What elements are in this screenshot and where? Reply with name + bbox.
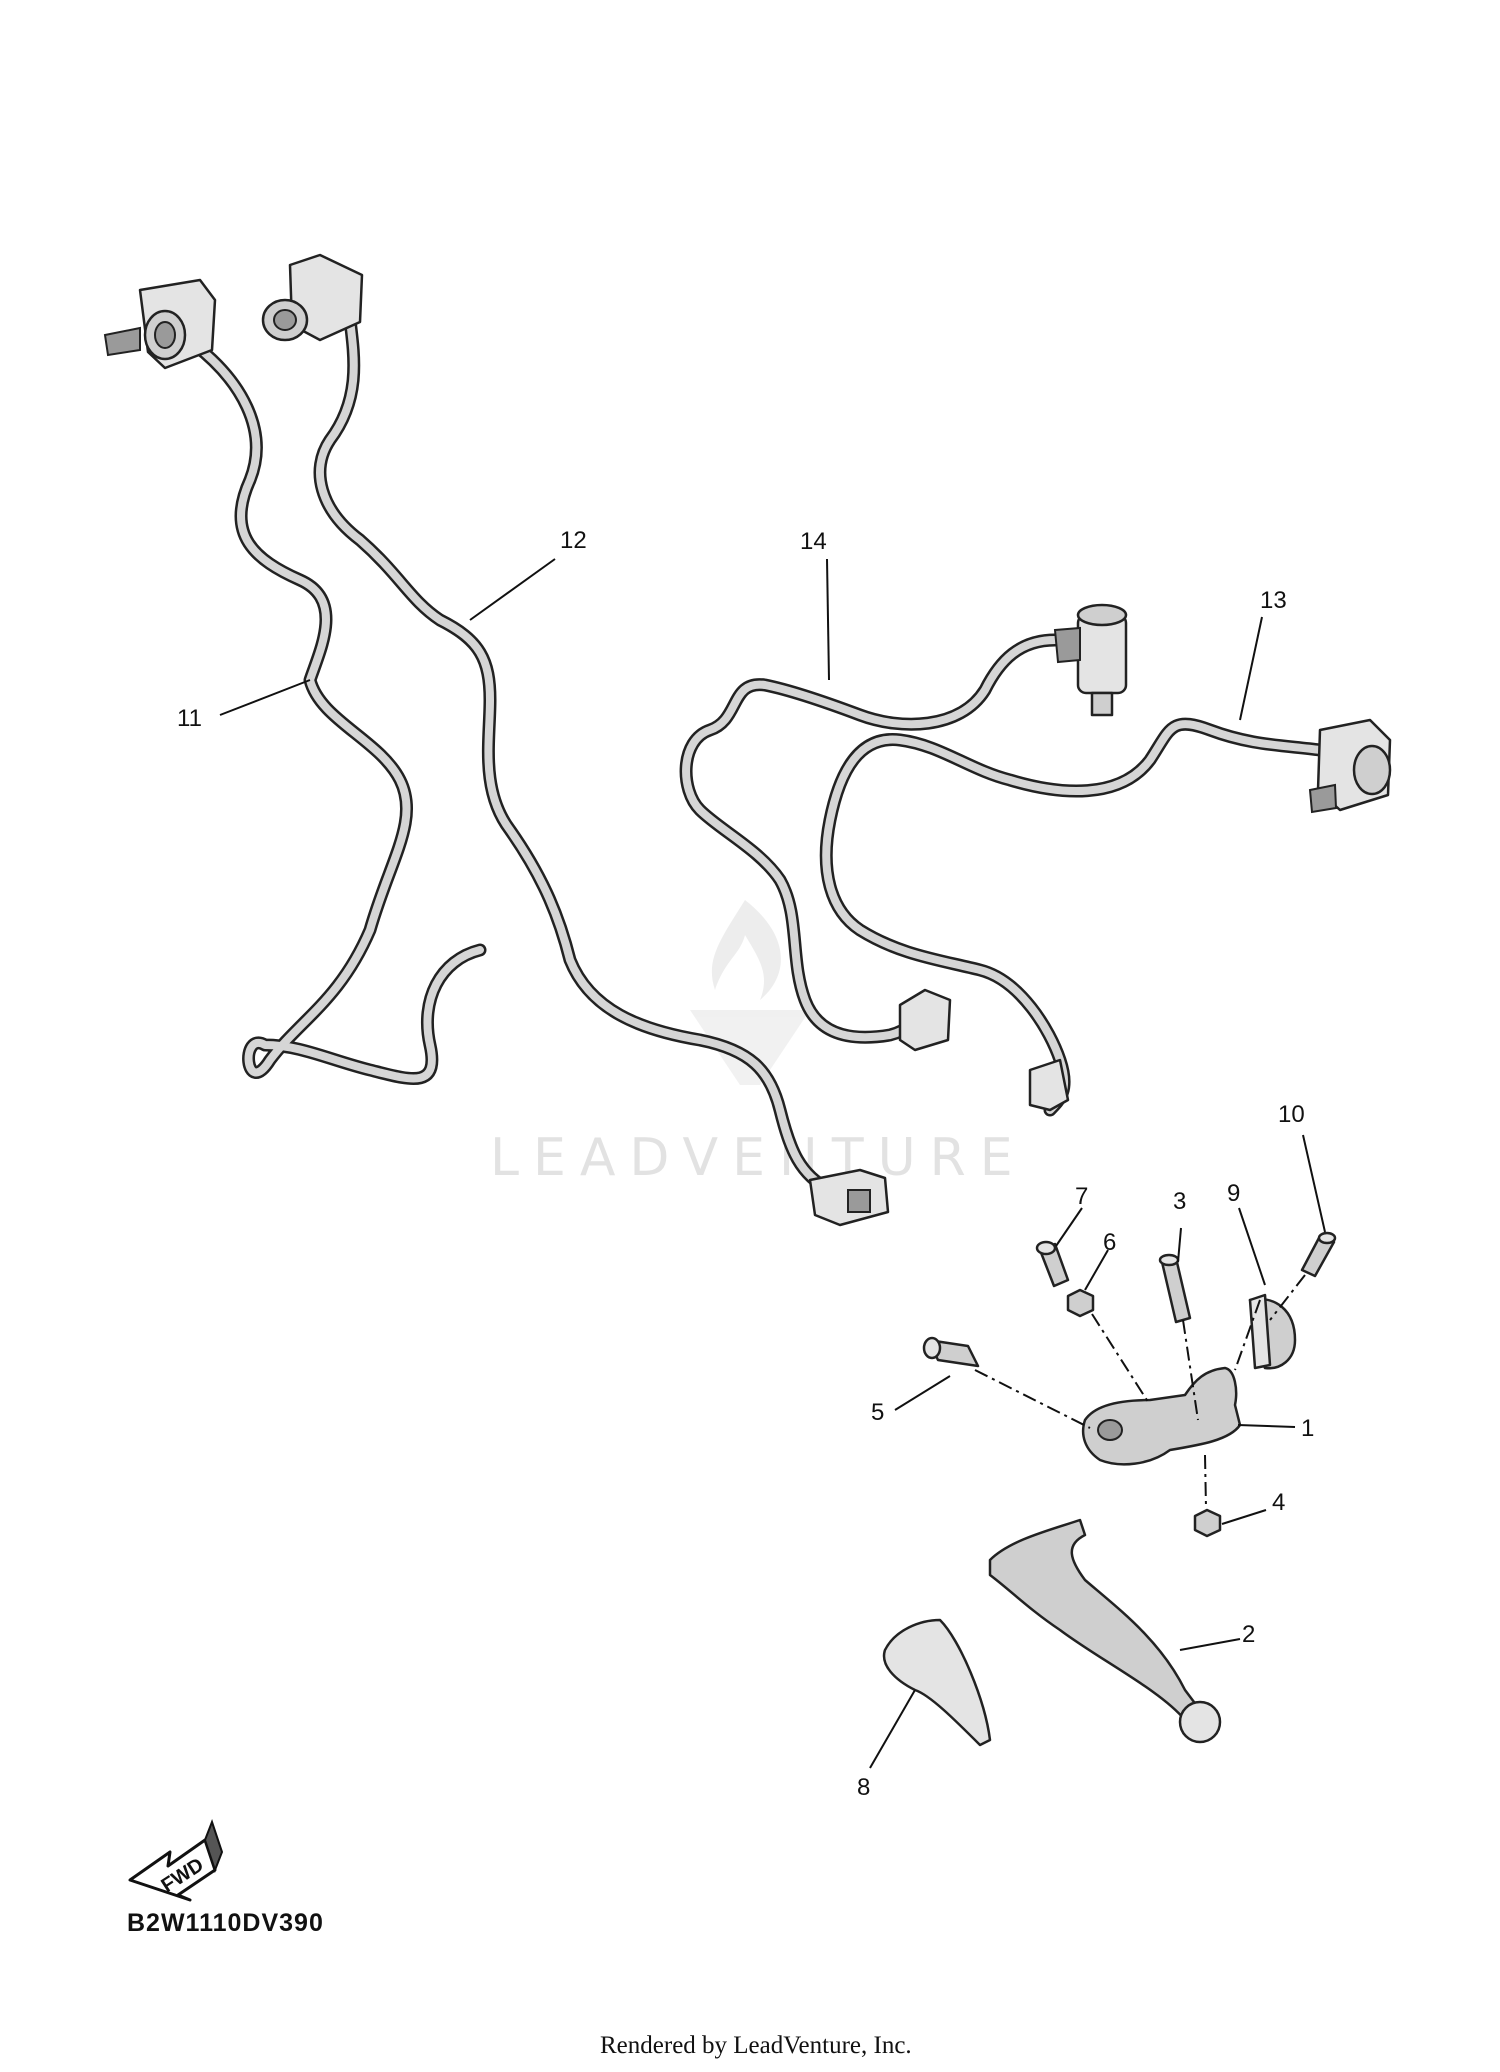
assembly-lines — [974, 1274, 1306, 1509]
diagram-code: B2W1110DV390 — [127, 1909, 324, 1937]
switch-housing-11 — [103, 278, 217, 370]
callout-7[interactable]: 7 — [1075, 1183, 1088, 1210]
bolt-10[interactable] — [1300, 1231, 1337, 1278]
wire-harness-12[interactable] — [261, 253, 890, 1227]
nut-4[interactable] — [1193, 1508, 1222, 1538]
callout-11[interactable]: 11 — [177, 705, 202, 732]
switch-housing-13 — [1308, 718, 1392, 814]
connector-12 — [808, 1168, 890, 1227]
callout-4[interactable]: 4 — [1272, 1489, 1285, 1516]
clamp-9[interactable] — [1248, 1293, 1297, 1370]
wire-harness-14[interactable] — [679, 603, 1128, 1052]
lever-2[interactable] — [988, 1518, 1222, 1744]
switch-housing-12 — [261, 253, 364, 342]
bracket-1[interactable] — [1081, 1366, 1242, 1466]
footer-credit: Rendered by LeadVenture, Inc. — [600, 2032, 912, 2059]
callout-12[interactable]: 12 — [560, 527, 587, 554]
screw-5[interactable] — [922, 1336, 980, 1368]
callout-13[interactable]: 13 — [1260, 587, 1287, 614]
leader-lines — [219, 558, 1326, 1769]
callout-3[interactable]: 3 — [1173, 1188, 1186, 1215]
watermark: LEADVENTURE — [490, 900, 1027, 1188]
callout-14[interactable]: 14 — [800, 528, 827, 555]
callout-2[interactable]: 2 — [1242, 1621, 1255, 1648]
bolt-3[interactable] — [1158, 1253, 1192, 1324]
watermark-logo-icon — [690, 900, 810, 1085]
callout-8[interactable]: 8 — [857, 1774, 870, 1801]
wire-harness-11[interactable] — [103, 278, 487, 1085]
connector-14 — [898, 988, 952, 1052]
fwd-arrow-icon: FWD — [128, 1819, 224, 1902]
cover-8[interactable] — [882, 1618, 992, 1747]
callout-5[interactable]: 5 — [871, 1399, 884, 1426]
callout-9[interactable]: 9 — [1227, 1180, 1240, 1207]
bolt-7[interactable] — [1035, 1240, 1070, 1288]
part-callouts: 1 2 3 4 5 6 7 8 9 10 11 12 13 14 — [177, 527, 1314, 1801]
wire-harness-13[interactable] — [819, 717, 1392, 1117]
connector-13 — [1028, 1058, 1070, 1112]
nut-6[interactable] — [1066, 1288, 1095, 1318]
watermark-text: LEADVENTURE — [490, 1128, 1027, 1188]
callout-10[interactable]: 10 — [1278, 1101, 1305, 1128]
callout-6[interactable]: 6 — [1103, 1229, 1116, 1256]
switch-14 — [1053, 603, 1128, 717]
callout-1[interactable]: 1 — [1301, 1415, 1314, 1442]
